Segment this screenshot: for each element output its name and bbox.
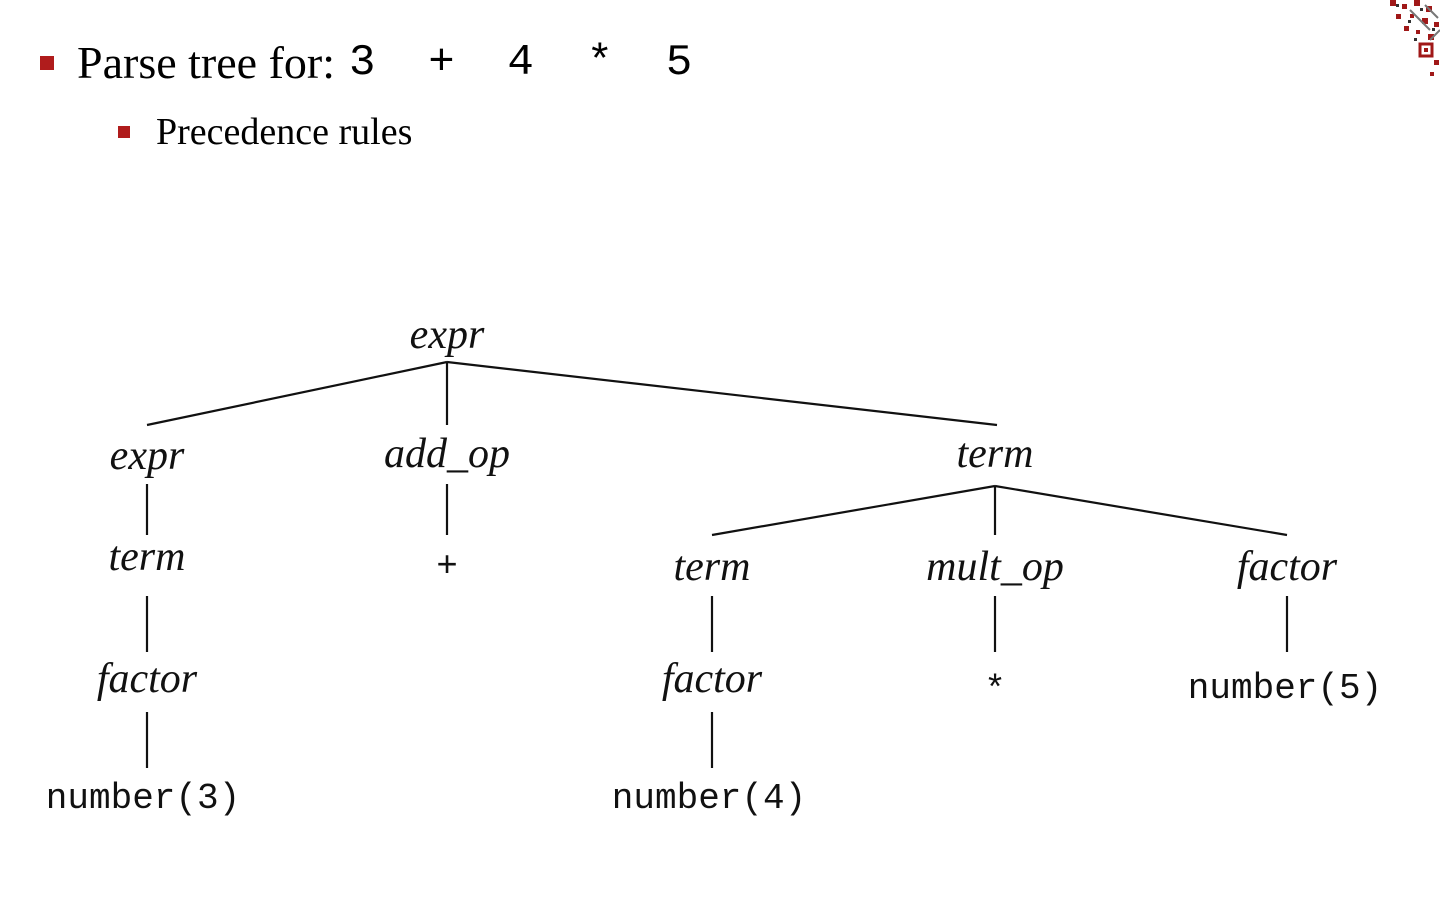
terminal-plus: +	[436, 546, 458, 587]
node-expr-left: expr	[110, 433, 185, 479]
node-term-inner: term	[674, 544, 751, 590]
terminal-number5: number(5)	[1188, 668, 1382, 709]
edge-expr-to-term	[446, 360, 998, 427]
bullet-item-parse-tree: Parse tree for: 3 + 4 * 5	[40, 36, 692, 89]
bullet-text: Parse tree for:	[77, 37, 335, 88]
bullet-square-icon	[118, 126, 130, 138]
sub-bullet-item-precedence: Precedence rules	[118, 110, 412, 154]
node-expr-root: expr	[410, 312, 485, 358]
edge-expr-to-expr	[146, 360, 448, 427]
node-mult-op: mult_op	[926, 544, 1064, 590]
terminal-times: *	[984, 670, 1006, 711]
node-factor-left: factor	[97, 656, 198, 702]
node-term-right: term	[957, 431, 1034, 477]
bullet-square-icon	[40, 55, 54, 70]
node-factor-inner: factor	[662, 656, 763, 702]
sub-bullet-text: Precedence rules	[156, 111, 413, 153]
terminal-number4: number(4)	[612, 778, 806, 819]
edge-term-to-term	[711, 484, 996, 537]
node-factor-right: factor	[1237, 544, 1338, 590]
node-add-op: add_op	[384, 431, 510, 477]
terminal-number3: number(3)	[46, 778, 240, 819]
node-term-left: term	[109, 534, 186, 580]
ornament-pattern-icon	[1390, 0, 1440, 76]
edge-term-to-factor	[994, 484, 1288, 537]
expression-code: 3 + 4 * 5	[349, 37, 693, 88]
